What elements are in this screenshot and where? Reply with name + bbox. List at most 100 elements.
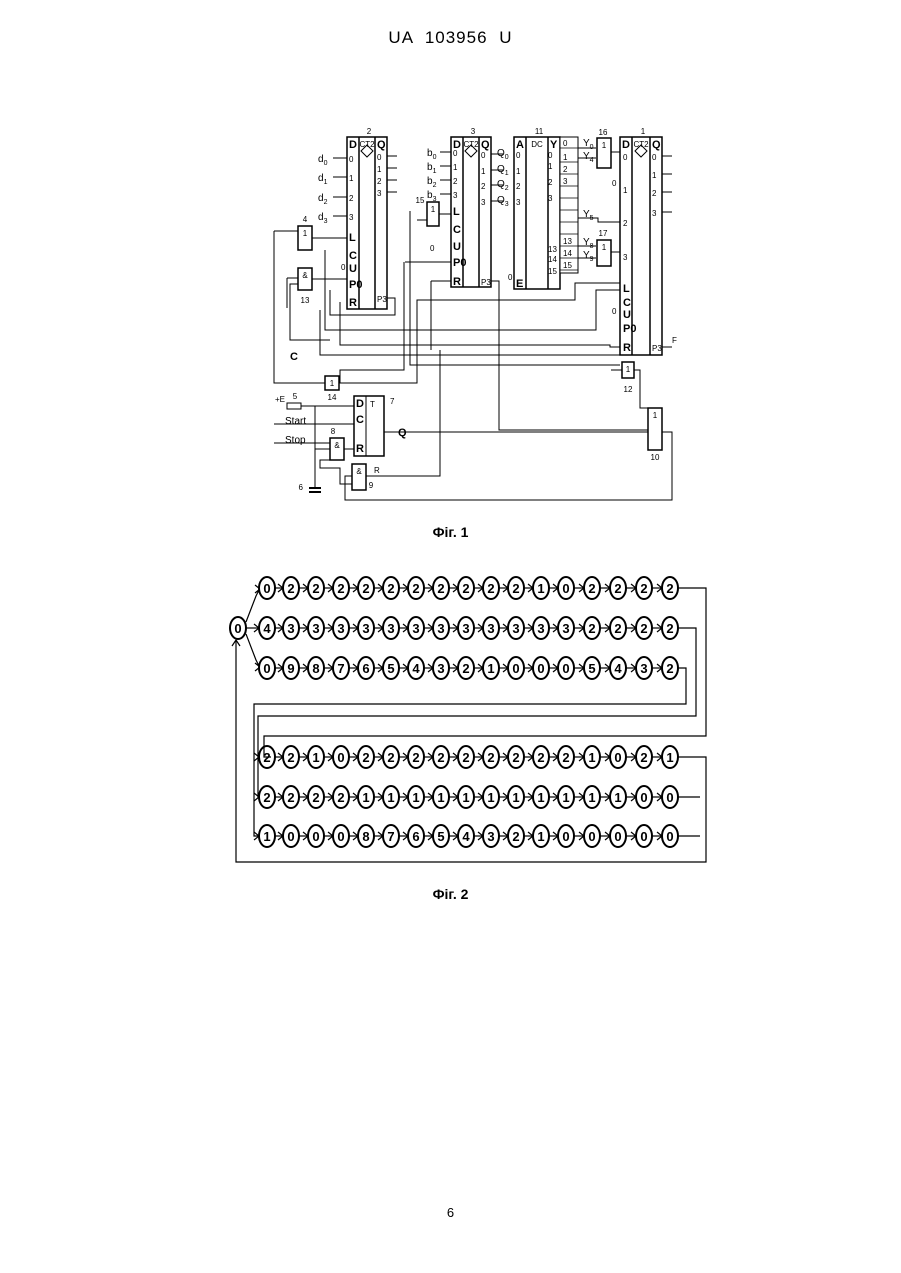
state-node-g2-r1-c11-value: 1 bbox=[537, 790, 544, 805]
state-node-g1-r2-c7-value: 3 bbox=[437, 661, 444, 676]
state-node-g2-r1-c16-value: 0 bbox=[666, 790, 673, 805]
state-node-g2-r0-c7-value: 2 bbox=[437, 750, 444, 765]
state-node-g1-r2-c3-value: 7 bbox=[337, 661, 344, 676]
state-node-g1-r0-c2-value: 2 bbox=[312, 581, 319, 596]
state-node-g1-r2-c2-value: 8 bbox=[312, 661, 319, 676]
state-node-g2-r1-c13-value: 1 bbox=[588, 790, 595, 805]
state-node-g1-r2-c11-value: 0 bbox=[537, 661, 544, 676]
state-node-g2-r1-c14-value: 1 bbox=[614, 790, 621, 805]
state-node-g1-r2-c16-value: 2 bbox=[666, 661, 673, 676]
start-node-value: 0 bbox=[234, 621, 241, 636]
state-node-g1-r2-c10-value: 0 bbox=[512, 661, 519, 676]
state-node-g2-r0-c9-value: 2 bbox=[487, 750, 494, 765]
state-node-g2-r0-c12-value: 2 bbox=[562, 750, 569, 765]
state-node-g1-r1-c5-value: 3 bbox=[387, 621, 394, 636]
state-node-g2-r2-c5-value: 7 bbox=[387, 829, 394, 844]
state-node-g2-r2-c7-value: 5 bbox=[437, 829, 444, 844]
state-node-g1-r2-c0-value: 0 bbox=[263, 661, 270, 676]
state-node-g1-r2-c5-value: 5 bbox=[387, 661, 394, 676]
state-node-g1-r1-c12-value: 3 bbox=[562, 621, 569, 636]
figure-2-caption: Фіг. 2 bbox=[0, 886, 901, 902]
state-node-g2-r2-c11-value: 1 bbox=[537, 829, 544, 844]
state-node-g1-r1-c1-value: 3 bbox=[287, 621, 294, 636]
state-node-g1-r1-c14-value: 2 bbox=[614, 621, 621, 636]
state-node-g2-r1-c6-value: 1 bbox=[412, 790, 419, 805]
state-node-g2-r0-c16-value: 1 bbox=[666, 750, 673, 765]
state-node-g1-r2-c4-value: 6 bbox=[362, 661, 369, 676]
state-node-g1-r0-c7-value: 2 bbox=[437, 581, 444, 596]
state-node-g1-r0-c0-value: 0 bbox=[263, 581, 270, 596]
state-node-g1-r1-c2-value: 3 bbox=[312, 621, 319, 636]
state-node-g2-r0-c6-value: 2 bbox=[412, 750, 419, 765]
state-node-g2-r2-c0-value: 1 bbox=[263, 829, 270, 844]
state-node-g2-r0-c3-value: 0 bbox=[337, 750, 344, 765]
state-node-g1-r2-c9-value: 1 bbox=[487, 661, 494, 676]
state-node-g1-r1-c13-value: 2 bbox=[588, 621, 595, 636]
state-node-g1-r1-c3-value: 3 bbox=[337, 621, 344, 636]
state-node-g1-r0-c5-value: 2 bbox=[387, 581, 394, 596]
state-node-g2-r1-c2-value: 2 bbox=[312, 790, 319, 805]
state-node-g1-r0-c9-value: 2 bbox=[487, 581, 494, 596]
state-node-g2-r1-c1-value: 2 bbox=[287, 790, 294, 805]
state-node-g1-r2-c13-value: 5 bbox=[588, 661, 595, 676]
state-node-g1-r2-c8-value: 2 bbox=[462, 661, 469, 676]
state-node-g1-r2-c15-value: 3 bbox=[640, 661, 647, 676]
page-number: 6 bbox=[0, 1205, 901, 1220]
state-node-g1-r0-c12-value: 0 bbox=[562, 581, 569, 596]
state-node-g2-r1-c5-value: 1 bbox=[387, 790, 394, 805]
state-node-g1-r0-c10-value: 2 bbox=[512, 581, 519, 596]
state-node-g2-r2-c3-value: 0 bbox=[337, 829, 344, 844]
state-node-g2-r2-c4-value: 8 bbox=[362, 829, 369, 844]
state-node-g1-r0-c15-value: 2 bbox=[640, 581, 647, 596]
state-node-g2-r2-c9-value: 3 bbox=[487, 829, 494, 844]
state-node-g2-r2-c1-value: 0 bbox=[287, 829, 294, 844]
state-node-g1-r0-c13-value: 2 bbox=[588, 581, 595, 596]
state-node-g2-r0-c4-value: 2 bbox=[362, 750, 369, 765]
state-node-g1-r0-c16-value: 2 bbox=[666, 581, 673, 596]
state-node-g2-r1-c8-value: 1 bbox=[462, 790, 469, 805]
state-node-g2-r1-c3-value: 2 bbox=[337, 790, 344, 805]
state-node-g2-r1-c4-value: 1 bbox=[362, 790, 369, 805]
state-node-g2-r0-c14-value: 0 bbox=[614, 750, 621, 765]
state-node-g2-r1-c9-value: 1 bbox=[487, 790, 494, 805]
state-node-g1-r1-c9-value: 3 bbox=[487, 621, 494, 636]
state-node-g1-r0-c8-value: 2 bbox=[462, 581, 469, 596]
state-node-g2-r1-c10-value: 1 bbox=[512, 790, 519, 805]
state-node-g2-r0-c1-value: 2 bbox=[287, 750, 294, 765]
state-node-g1-r1-c7-value: 3 bbox=[437, 621, 444, 636]
state-node-g1-r2-c1-value: 9 bbox=[287, 661, 294, 676]
state-node-g1-r2-c6-value: 4 bbox=[412, 661, 420, 676]
state-node-g2-r2-c16-value: 0 bbox=[666, 829, 673, 844]
state-node-g1-r1-c15-value: 2 bbox=[640, 621, 647, 636]
state-node-g1-r1-c16-value: 2 bbox=[666, 621, 673, 636]
wrap-connector bbox=[258, 628, 696, 797]
state-node-g2-r0-c2-value: 1 bbox=[312, 750, 319, 765]
state-node-g2-r0-c8-value: 2 bbox=[462, 750, 469, 765]
state-node-g1-r2-c14-value: 4 bbox=[614, 661, 622, 676]
state-node-g2-r1-c7-value: 1 bbox=[437, 790, 444, 805]
state-node-g1-r1-c11-value: 3 bbox=[537, 621, 544, 636]
state-node-g2-r2-c13-value: 0 bbox=[588, 829, 595, 844]
state-node-g1-r0-c3-value: 2 bbox=[337, 581, 344, 596]
state-node-g2-r1-c12-value: 1 bbox=[562, 790, 569, 805]
state-node-g2-r0-c10-value: 2 bbox=[512, 750, 519, 765]
state-node-g1-r0-c6-value: 2 bbox=[412, 581, 419, 596]
state-node-g1-r1-c0-value: 4 bbox=[263, 621, 271, 636]
state-node-g2-r0-c15-value: 2 bbox=[640, 750, 647, 765]
state-node-g2-r0-c13-value: 1 bbox=[588, 750, 595, 765]
state-node-g2-r2-c8-value: 4 bbox=[462, 829, 470, 844]
state-node-g2-r0-c5-value: 2 bbox=[387, 750, 394, 765]
state-node-g2-r2-c15-value: 0 bbox=[640, 829, 647, 844]
state-node-g2-r1-c0-value: 2 bbox=[263, 790, 270, 805]
state-node-g2-r2-c6-value: 6 bbox=[412, 829, 419, 844]
state-node-g2-r2-c10-value: 2 bbox=[512, 829, 519, 844]
state-node-g1-r1-c8-value: 3 bbox=[462, 621, 469, 636]
state-node-g1-r0-c4-value: 2 bbox=[362, 581, 369, 596]
state-node-g2-r1-c15-value: 0 bbox=[640, 790, 647, 805]
state-node-g1-r2-c12-value: 0 bbox=[562, 661, 569, 676]
state-node-g2-r2-c12-value: 0 bbox=[562, 829, 569, 844]
state-node-g1-r0-c11-value: 1 bbox=[537, 581, 544, 596]
state-node-g1-r1-c4-value: 3 bbox=[362, 621, 369, 636]
state-node-g2-r0-c11-value: 2 bbox=[537, 750, 544, 765]
